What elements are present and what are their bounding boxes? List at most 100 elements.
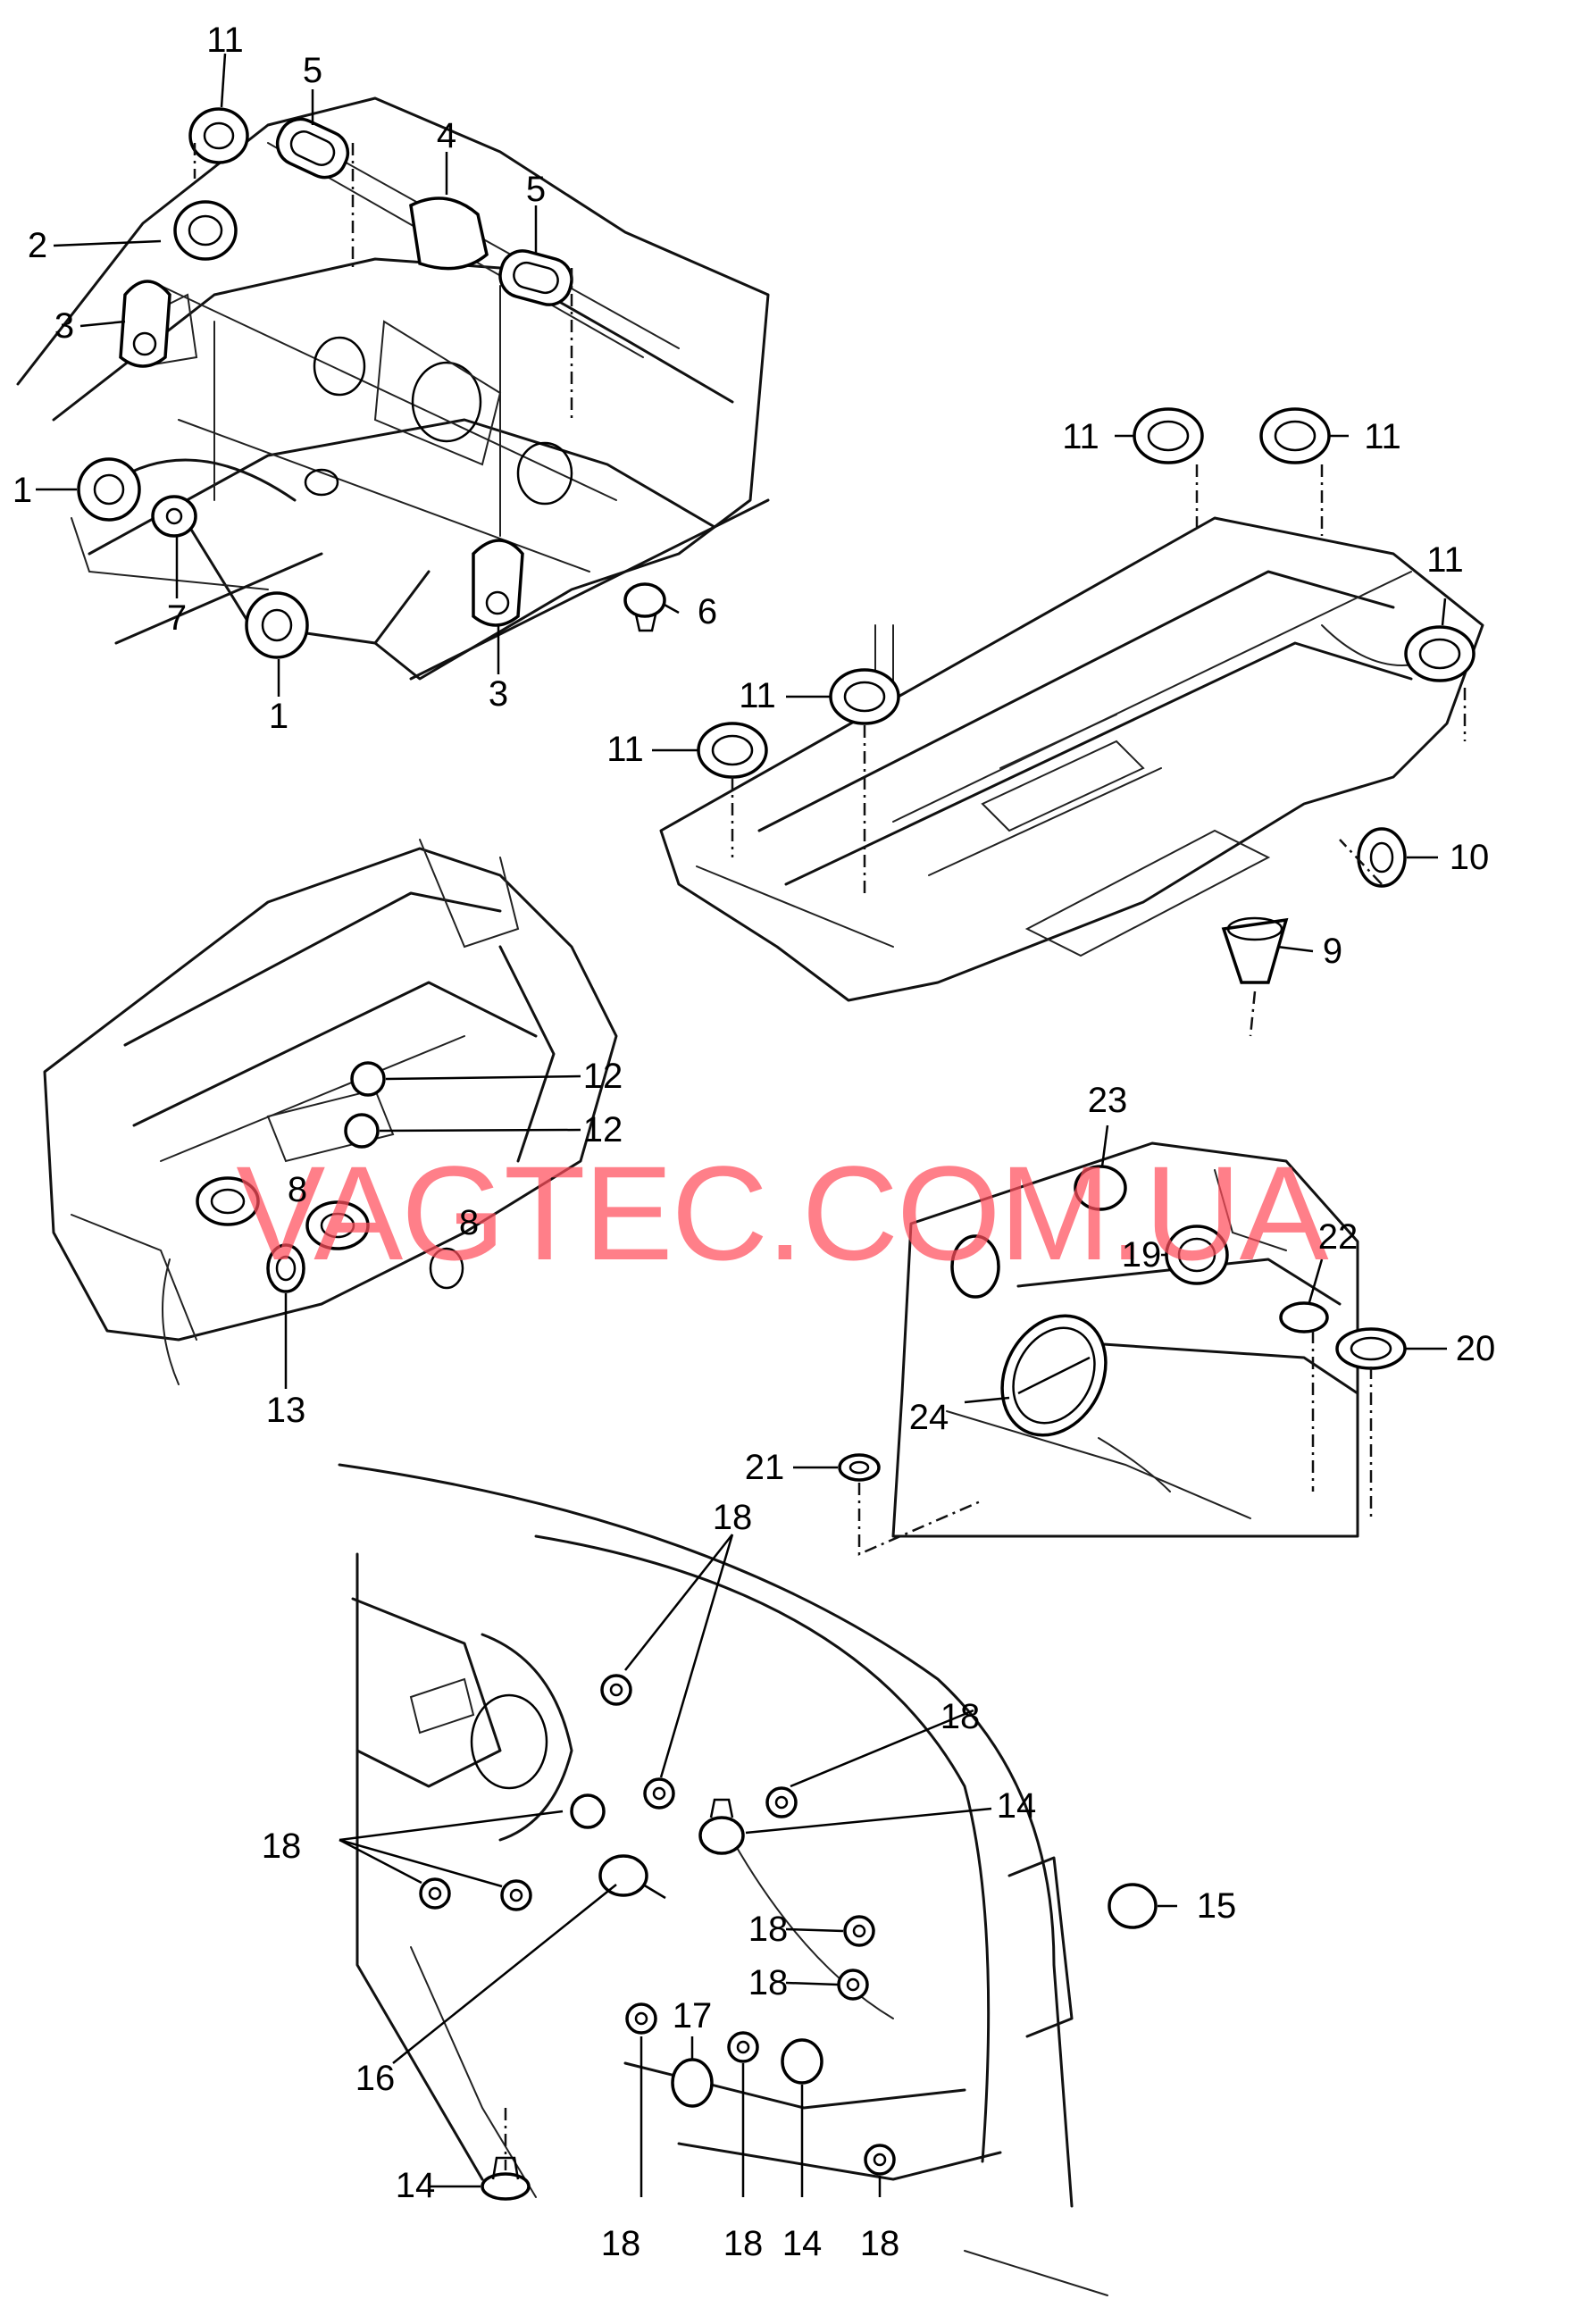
oval-grommet-5b — [498, 249, 573, 306]
callout-label: 23 — [1088, 1081, 1128, 1120]
cover-3a — [119, 280, 171, 368]
grommet-11-top2 — [173, 200, 238, 261]
grommet-11-fp5 — [697, 722, 768, 779]
callout-label: 1 — [269, 697, 288, 736]
grommet-1102c — [950, 1234, 1000, 1299]
grommet-20 — [1335, 1327, 1407, 1370]
leader-lines — [36, 53, 1447, 2197]
callout-label: 22 — [1318, 1217, 1358, 1257]
callout-label: 11 — [206, 21, 244, 60]
callout-label: 18 — [860, 2224, 900, 2263]
callout-label: 9 — [1323, 932, 1342, 971]
grommet-19 — [1165, 1225, 1229, 1285]
clip-14b — [781, 2038, 823, 2085]
clip-18-2 — [643, 1777, 675, 1810]
clip-18-8 — [837, 1969, 869, 2001]
callout-label: 11 — [739, 676, 776, 715]
bulkhead-panel — [16, 96, 770, 681]
callout-label: 3 — [489, 674, 508, 714]
callout-label: 18 — [713, 1498, 753, 1537]
callout-label: 8 — [459, 1203, 479, 1242]
plug-23 — [1074, 1165, 1127, 1211]
callout-label: 19 — [1122, 1235, 1162, 1275]
callout-label: 11 — [1364, 417, 1401, 456]
callout-label: 18 — [940, 1697, 981, 1736]
callout-label: 1 — [13, 471, 32, 510]
callout-label: 15 — [1197, 1886, 1237, 1926]
clip-18-4 — [570, 1793, 606, 1829]
callout-label: 11 — [606, 730, 644, 769]
callout-label: 14 — [997, 1786, 1037, 1826]
callout-label: 2 — [28, 226, 47, 265]
clip-14a — [698, 1798, 745, 1855]
callout-label: 16 — [355, 2059, 396, 2098]
callout-label: 24 — [909, 1398, 949, 1437]
plug-12a — [350, 1061, 386, 1097]
callout-label: 13 — [266, 1391, 306, 1430]
clip-18-3 — [765, 1786, 798, 1818]
callout-label: 20 — [1456, 1329, 1496, 1368]
grommet-11-fp2 — [1259, 407, 1331, 464]
callout-label: 11 — [1062, 417, 1099, 456]
clip-18-11 — [864, 2144, 896, 2176]
wheel-housing-panel — [338, 1463, 1108, 2296]
grommet-11-top — [188, 107, 249, 164]
callout-label: 8 — [288, 1170, 307, 1209]
grommet-1a — [77, 457, 141, 522]
callout-label: 7 — [167, 598, 187, 638]
callout-label: 4 — [437, 116, 456, 155]
floor-pan-panel — [659, 516, 1484, 1002]
callout-label: 18 — [748, 1963, 789, 2002]
oval-grommet-5a — [275, 117, 350, 180]
clip-6 — [623, 582, 666, 632]
cover-24 — [1000, 1314, 1108, 1437]
callout-label: 6 — [698, 592, 717, 631]
callout-label: 10 — [1450, 838, 1490, 877]
callout-label: 11 — [1426, 540, 1464, 580]
side-member-panel — [43, 839, 618, 1385]
callout-label: 18 — [748, 1910, 789, 1949]
grommet-13 — [266, 1243, 305, 1293]
clip-18-6 — [500, 1879, 532, 1911]
grommet-8a — [196, 1176, 260, 1226]
clip-18-9 — [625, 2002, 657, 2035]
callout-label: 21 — [745, 1448, 785, 1487]
clip-18-5 — [419, 1877, 451, 1910]
grommet-22 — [1279, 1301, 1329, 1333]
clip-18-7 — [843, 1915, 875, 1947]
plug-4 — [409, 196, 489, 271]
expansion-clip-9 — [1221, 916, 1289, 984]
callout-label: 18 — [262, 1827, 302, 1866]
clip-18-10 — [727, 2031, 759, 2063]
callout-label: 5 — [526, 170, 546, 209]
grommet-11-fp1 — [1133, 407, 1204, 464]
cover-3b — [472, 539, 524, 627]
watermark: VAGTEC.COM.UA — [236, 1138, 1328, 1288]
grommet-11-fp4 — [829, 668, 900, 725]
callout-label: 5 — [303, 51, 322, 90]
clip-14c — [481, 2156, 531, 2201]
grommet-10 — [1357, 827, 1407, 888]
callout-label: 18 — [723, 2224, 764, 2263]
callout-label: 12 — [583, 1057, 623, 1096]
rear-floor-panel — [891, 1141, 1359, 1538]
grommet-1b — [245, 591, 309, 659]
callout-label: 14 — [782, 2224, 823, 2263]
bumper-16 — [598, 1854, 666, 1900]
callout-label: 3 — [54, 306, 74, 346]
clip-15 — [1108, 1883, 1158, 1929]
callout-label: 18 — [601, 2224, 641, 2263]
callout-label: 12 — [583, 1110, 623, 1149]
grommet-11-fp3 — [1404, 625, 1476, 682]
plug-12b — [344, 1113, 380, 1149]
callout-label: 14 — [396, 2166, 436, 2205]
plug-17 — [671, 2058, 714, 2108]
clip-7 — [151, 495, 197, 538]
callout-numbers: 11 5 4 5 2 3 1 7 6 3 1 11 11 11 11 11 10… — [13, 21, 1495, 2263]
grommet-21 — [838, 1453, 881, 1482]
callout-label: 17 — [673, 1996, 713, 2036]
clip-18-1 — [600, 1674, 632, 1706]
assembly-lines — [193, 143, 1467, 2170]
grommet-8b — [305, 1200, 370, 1250]
